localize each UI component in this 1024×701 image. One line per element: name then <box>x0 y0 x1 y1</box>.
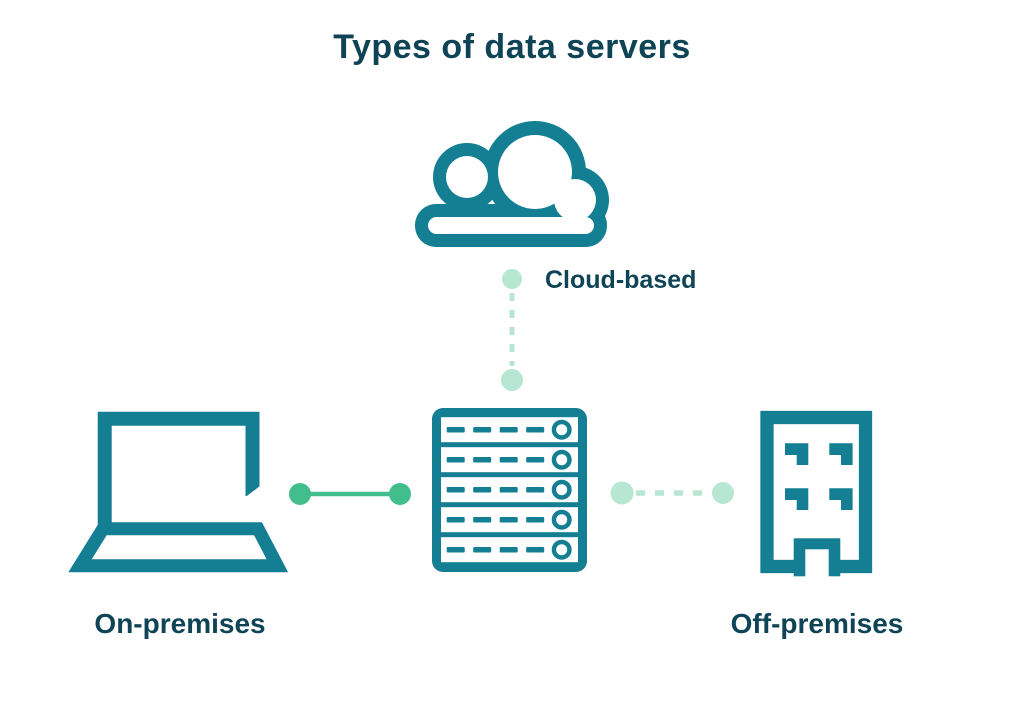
cloud-outline <box>415 121 609 247</box>
window <box>785 443 809 465</box>
connector-dot <box>289 483 311 505</box>
laptop-icon <box>68 411 289 573</box>
laptop-base <box>68 522 289 573</box>
on-premises-label: On-premises <box>94 608 266 639</box>
door-opening <box>805 549 829 581</box>
connector-dot <box>389 483 411 505</box>
building-icon <box>760 410 873 581</box>
connector-server-offprem <box>610 481 734 505</box>
connector-cloud-server <box>501 269 523 391</box>
cloud-label: Cloud-based <box>545 266 697 294</box>
server-slot <box>441 447 578 472</box>
server-slot <box>441 477 578 502</box>
laptop-screen <box>97 411 260 525</box>
connector-dot <box>502 269 522 289</box>
off-premises-label: Off-premises <box>730 608 904 639</box>
server-rack-icon <box>432 408 587 572</box>
server-slot <box>441 507 578 532</box>
window <box>829 488 853 510</box>
laptop-screen-notch <box>244 486 260 498</box>
page-title: Types of data servers <box>333 28 691 66</box>
window <box>785 488 809 510</box>
connector-dot <box>610 481 634 505</box>
connector-dot <box>501 369 523 391</box>
connector-onprem-server <box>289 483 411 505</box>
connector-dot <box>712 482 734 504</box>
window <box>829 443 853 465</box>
cloud-icon <box>415 121 609 247</box>
server-slot <box>441 537 578 562</box>
server-slot <box>441 417 578 442</box>
